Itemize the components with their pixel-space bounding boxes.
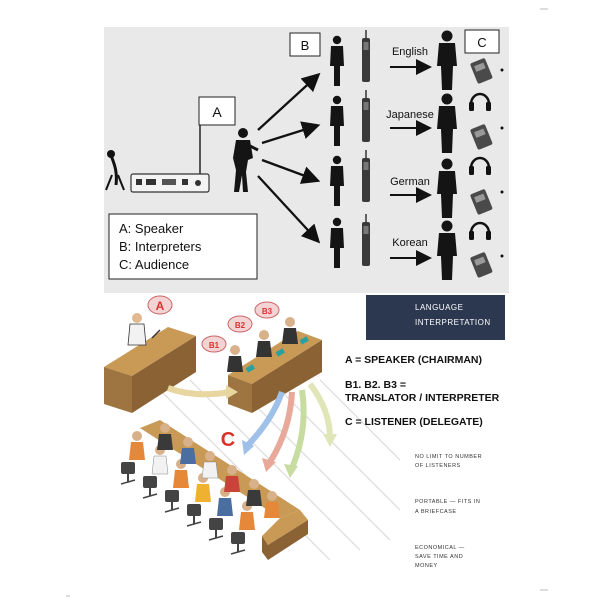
- audience-korean: [437, 220, 504, 280]
- signal-arrows: [257, 72, 321, 244]
- listener-label-c: C: [221, 429, 235, 451]
- note-3-line-3: MONEY: [415, 563, 438, 569]
- bubble-a-label: A: [156, 299, 165, 313]
- language-label: Japanese: [386, 109, 434, 121]
- note-1-line-1: NO LIMIT TO NUMBER: [415, 454, 482, 460]
- bubble-b2: [227, 315, 253, 333]
- arrow-to-korean: [257, 175, 321, 244]
- banner-line-2: INTERPRETATION: [415, 318, 491, 327]
- audience-german: [437, 156, 504, 218]
- banner-line-1: LANGUAGE: [415, 303, 463, 312]
- top-diagram: A B C: [104, 27, 509, 293]
- bubble-b3-label: B3: [262, 307, 273, 316]
- arrow-to-german: [261, 158, 321, 184]
- box-b: [289, 32, 321, 57]
- language-label: English: [392, 46, 428, 58]
- bottom-illustration: LANGUAGE INTERPRETATION A: [104, 295, 505, 569]
- legend-speaker: A: Speaker: [119, 221, 184, 236]
- language-arrows: [390, 59, 432, 266]
- legend-box: [108, 213, 258, 280]
- speaker-figure-icon: [233, 128, 259, 192]
- box-a: [198, 96, 236, 126]
- arrow-to-english: [257, 72, 321, 131]
- speaker-desk: [104, 313, 196, 413]
- audience-japanese: [437, 92, 504, 153]
- definition-a: A = SPEAKER (CHAIRMAN): [345, 354, 482, 366]
- definition-c: C = LISTENER (DELEGATE): [345, 416, 483, 428]
- microphone-stand-icon: [105, 150, 125, 191]
- bubble-b3: [254, 301, 280, 319]
- language-label: German: [390, 176, 430, 188]
- note-3-line-1: ECONOMICAL —: [415, 545, 465, 551]
- flow-arrows: [166, 382, 337, 478]
- bubble-b2-label: B2: [235, 321, 246, 330]
- note-3-line-2: SAVE TIME AND: [415, 554, 463, 560]
- bubble-b1: [201, 335, 227, 353]
- audience-english: [437, 30, 504, 90]
- box-c: [464, 29, 500, 54]
- transmitter-icon: [130, 122, 210, 193]
- legend-interpreters: B: Interpreters: [119, 239, 202, 254]
- arrow-to-japanese: [261, 121, 321, 145]
- legend-audience: C: Audience: [119, 257, 189, 272]
- listeners-group: [120, 423, 280, 555]
- bubble-a: [147, 295, 173, 315]
- definition-b-line-2: TRANSLATOR / INTERPRETER: [345, 392, 500, 404]
- title-banner: [366, 295, 505, 340]
- note-2-line-1: PORTABLE — FITS IN: [415, 499, 480, 505]
- box-a-label: A: [212, 104, 222, 120]
- language-label: Korean: [392, 237, 427, 249]
- note-2-line-2: A BRIEFCASE: [415, 509, 457, 515]
- note-1-line-2: OF LISTENERS: [415, 463, 461, 469]
- box-b-label: B: [301, 38, 310, 53]
- crop-marks: [66, 8, 548, 597]
- bubble-b1-label: B1: [209, 341, 220, 350]
- box-c-label: C: [477, 35, 486, 50]
- interpreters-desk: [227, 317, 322, 413]
- definition-b-line-1: B1. B2. B3 =: [345, 379, 406, 391]
